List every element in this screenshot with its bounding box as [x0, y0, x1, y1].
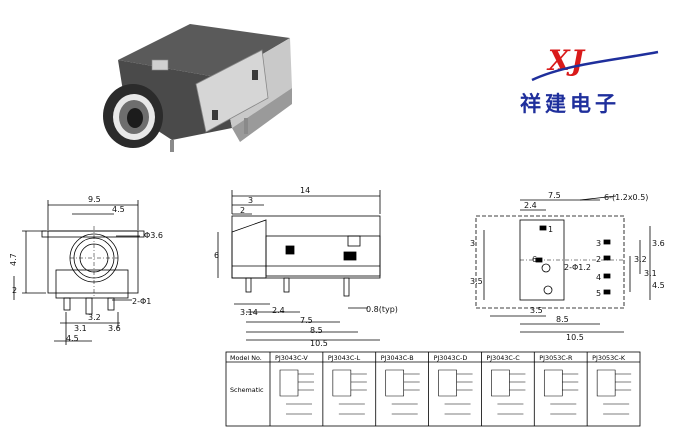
pcb-left-h: 3 [470, 239, 475, 248]
row-label-schematic: Schematic [230, 386, 264, 394]
model-table: Model No. Schematic PJ3043C-V PJ3043C-L PJ… [225, 351, 641, 427]
front-pitch-a: 3.2 [88, 313, 101, 322]
front-height: 4.7 [9, 253, 18, 266]
pcb-right-a: 3.6 [652, 239, 665, 248]
side-total: 10.5 [310, 339, 328, 348]
pcb-top-off: 2.4 [524, 201, 537, 210]
pcb-bottom-b: 8.5 [556, 315, 569, 324]
pcb-view-labels: 7.5 2.4 6-(1.2x0.5) 2-Φ1.2 3 3.5 3.6 3.2… [470, 191, 665, 342]
pcb-pin-label-1: 1 [548, 225, 553, 234]
side-span-a: 7.5 [300, 316, 313, 325]
pcb-right-d: 4.5 [652, 281, 665, 290]
side-pin-b: 2.4 [272, 306, 285, 315]
pcb-bottom-a: 3.5 [530, 306, 543, 315]
front-pitch-c: 3.6 [108, 324, 121, 333]
schematic-symbol [279, 369, 314, 415]
schematic-symbol [543, 369, 579, 415]
side-height: 6 [214, 251, 219, 260]
schematic-symbol [491, 369, 526, 415]
side-pin-thk: 0.8(typ) [366, 305, 398, 314]
front-width-mid: 4.5 [112, 205, 125, 214]
model-number: PJ3043C-D [434, 354, 468, 362]
side-view-labels: 14 3 2 6 3.14 2.4 7.5 8.5 10.5 0.8(typ) [214, 186, 398, 348]
pcb-pads: 6-(1.2x0.5) [604, 193, 648, 202]
product-photo [103, 24, 292, 152]
side-span-b: 8.5 [310, 326, 323, 335]
model-number: PJ3043C-V [275, 354, 308, 362]
side-pin-a: 3.14 [240, 308, 258, 317]
side-length: 14 [300, 186, 310, 195]
front-view [13, 200, 145, 345]
schematic-symbol [438, 369, 473, 415]
pcb-right-b: 3.2 [634, 255, 647, 264]
pcb-pin-label-4: 4 [596, 273, 601, 282]
front-view-labels: 9.5 4.5 Φ3.6 4.7 2 2-Φ1 3.2 3.1 3.6 4.5 [9, 195, 163, 343]
model-number: PJ3053C-K [592, 354, 626, 362]
pcb-pin-label-3: 3 [596, 239, 601, 248]
pcb-pin-label-6: 6 [532, 255, 537, 264]
schematic-symbol [385, 369, 420, 415]
logo-company-name: 祥建电子 [520, 92, 620, 116]
pcb-left-h2: 3.5 [470, 277, 483, 286]
schematic-symbol [332, 369, 367, 415]
model-number: PJ3043C-L [328, 354, 361, 362]
front-hole-dia: Φ3.6 [144, 231, 163, 240]
pcb-right-c: 3.1 [644, 269, 657, 278]
front-offset: 4.5 [66, 334, 79, 343]
logo-swoosh-icon [531, 50, 659, 82]
schematic-symbol [596, 369, 632, 415]
pcb-view [475, 195, 651, 333]
pcb-pin-label-5: 5 [596, 289, 601, 298]
model-number: PJ3043C-C [486, 354, 520, 362]
model-number: PJ3043C-B [381, 354, 414, 362]
pcb-hole-dia: 2-Φ1.2 [564, 263, 591, 272]
side-top-b: 2 [240, 206, 245, 215]
pcb-bottom-c: 10.5 [566, 333, 584, 342]
front-width-top: 9.5 [88, 195, 101, 204]
front-bottom-h: 2 [12, 286, 17, 295]
pcb-pin-label-2: 2 [596, 255, 601, 264]
pcb-top-span: 7.5 [548, 191, 561, 200]
model-number: PJ3053C-R [539, 354, 573, 362]
front-pitch-b: 3.1 [74, 324, 87, 333]
side-top-a: 3 [248, 196, 253, 205]
side-view [217, 190, 381, 341]
row-label-model: Model No. [230, 354, 262, 362]
front-pin-dia: 2-Φ1 [132, 297, 151, 306]
